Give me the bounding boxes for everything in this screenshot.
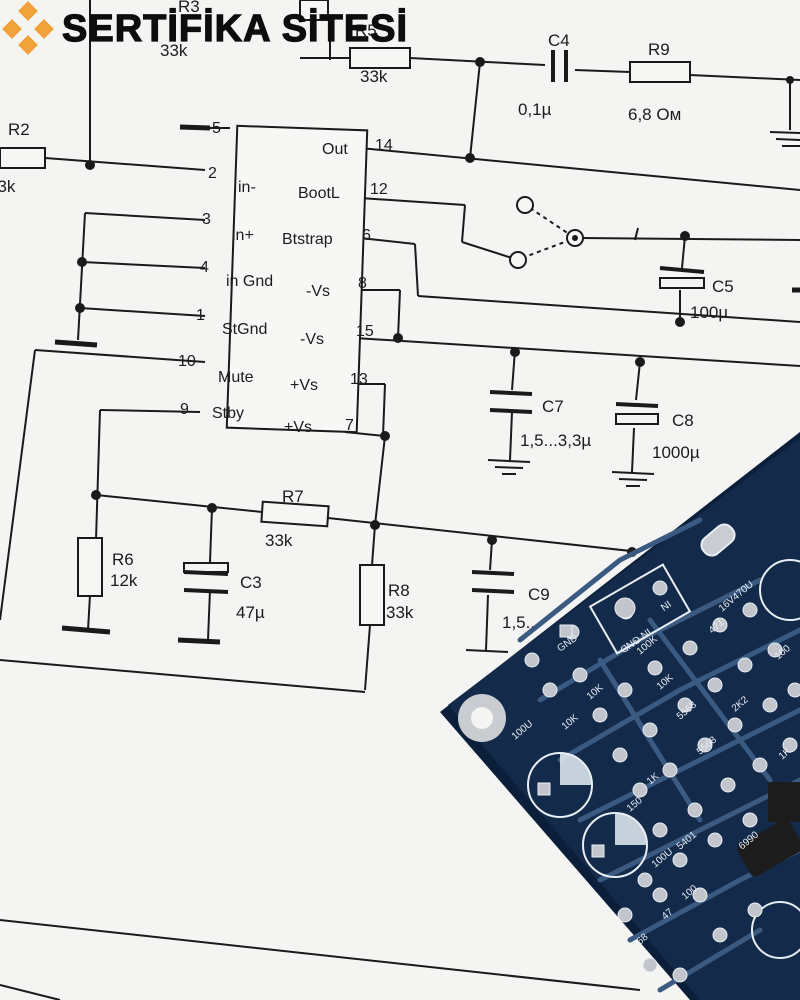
pin-right-4-name: -Vs — [300, 331, 324, 348]
ground-symbols — [465, 131, 800, 653]
pin-left-6-name: Stby — [212, 405, 244, 422]
switch-contacts — [509, 196, 584, 269]
r7-name: R7 — [282, 487, 304, 506]
r3-value: 33k — [160, 41, 188, 60]
pin-left-4-num: 1 — [196, 307, 205, 324]
capacitor-plates — [183, 50, 705, 594]
ic-body — [225, 124, 369, 434]
pin-left-2-name: in+ — [232, 227, 254, 244]
pin-left-3-num: 4 — [200, 259, 209, 276]
r3-name: R3 — [178, 0, 200, 16]
c8-name: C8 — [672, 411, 694, 430]
diamond-logo-icon — [2, 1, 54, 55]
pin-right-2-num: 6 — [362, 227, 371, 244]
r6-value: 12k — [110, 571, 138, 590]
pin-right-3-num: 8 — [358, 275, 367, 292]
pin-right-4-num: 15 — [356, 323, 374, 340]
pin-left-2-num: 3 — [202, 211, 211, 228]
resistor-bodies — [0, 0, 691, 626]
r2-value: 33k — [0, 177, 16, 196]
r2-name: R2 — [8, 120, 30, 139]
c4-name: C4 — [548, 31, 570, 50]
c9-name: C9 — [528, 585, 550, 604]
pin-right-6-name: +Vs — [284, 419, 312, 436]
pin-left-5-name: Mute — [218, 369, 254, 386]
pin-left-4-name: StGnd — [222, 321, 267, 338]
pin-right-1-name: BootL — [298, 185, 340, 202]
c7-name: C7 — [542, 397, 564, 416]
pin-left-3-name: in Gnd — [226, 273, 273, 290]
r8-resistor — [359, 564, 385, 626]
c9-value: 1,5... — [502, 613, 540, 632]
c3-value: 47µ — [236, 603, 265, 622]
pcb-input-connector — [588, 563, 692, 655]
pcb-pads — [524, 580, 800, 983]
pin-right-1-num: 12 — [370, 181, 388, 198]
pin-left-6-num: 9 — [180, 401, 189, 418]
r5-value: 33k — [360, 67, 388, 86]
r9-resistor — [629, 61, 691, 83]
r2-resistor — [0, 147, 46, 169]
component-labels: R3 33k R5 33k R2 33k C4 0,1µ R9 6,8 Ом C… — [0, 0, 734, 632]
pin-left-0-num: 5 — [212, 120, 221, 137]
r8-name: R8 — [388, 581, 410, 600]
pin-right-5-name: +Vs — [290, 377, 318, 394]
pcb-board: GND IN IN GND 16V470U 471 100K 10K 10K 1… — [440, 432, 800, 1000]
pin-left-5-num: 10 — [178, 353, 196, 370]
watermark-text: SERTİFİKA SİTESİ — [61, 7, 409, 50]
r-top-resistor — [299, 0, 329, 21]
c7-value: 1,5...3,3µ — [520, 431, 591, 450]
c5-name: C5 — [712, 277, 734, 296]
pin-right-3-name: -Vs — [306, 283, 330, 300]
pcb-transistor-footprints — [737, 782, 800, 877]
pin-right-0-num: 14 — [375, 137, 393, 154]
pin-right-6-num: 7 — [345, 417, 354, 434]
pin-left-1-name: in- — [238, 179, 256, 196]
c5-value: 100µ — [690, 303, 728, 322]
polar-capacitor-outlines — [183, 277, 705, 573]
r5-name: R5 — [355, 21, 377, 40]
r9-value: 6,8 Ом — [628, 105, 681, 124]
c8-value: 1000µ — [652, 443, 700, 462]
c3-name: C3 — [240, 573, 262, 592]
junction-dots — [75, 57, 794, 557]
r9-name: R9 — [648, 40, 670, 59]
c4-value: 0,1µ — [518, 100, 552, 119]
pin-right-5-num: 13 — [350, 371, 368, 388]
pin-right-0-name: Out — [322, 141, 348, 158]
r7-value: 33k — [265, 531, 293, 550]
r5-resistor — [349, 47, 411, 69]
ground-bars — [54, 124, 800, 645]
pcb-surface — [448, 438, 800, 1000]
r7-resistor — [260, 500, 330, 528]
r8-value: 33k — [386, 603, 414, 622]
watermark-logo: SERTİFİKA SİTESİ — [0, 0, 480, 58]
pcb-slot — [700, 523, 736, 557]
pcb-capacitor-footprints — [527, 559, 800, 959]
pin-left-1-num: 2 — [208, 165, 217, 182]
r6-resistor — [77, 537, 103, 597]
r6-name: R6 — [112, 550, 134, 569]
pin-right-2-name: Btstrap — [282, 231, 333, 248]
ic-pin-labels: 5 2 in- 3 in+ 4 in Gnd 1 StGnd 10 Mute 9… — [178, 120, 393, 436]
